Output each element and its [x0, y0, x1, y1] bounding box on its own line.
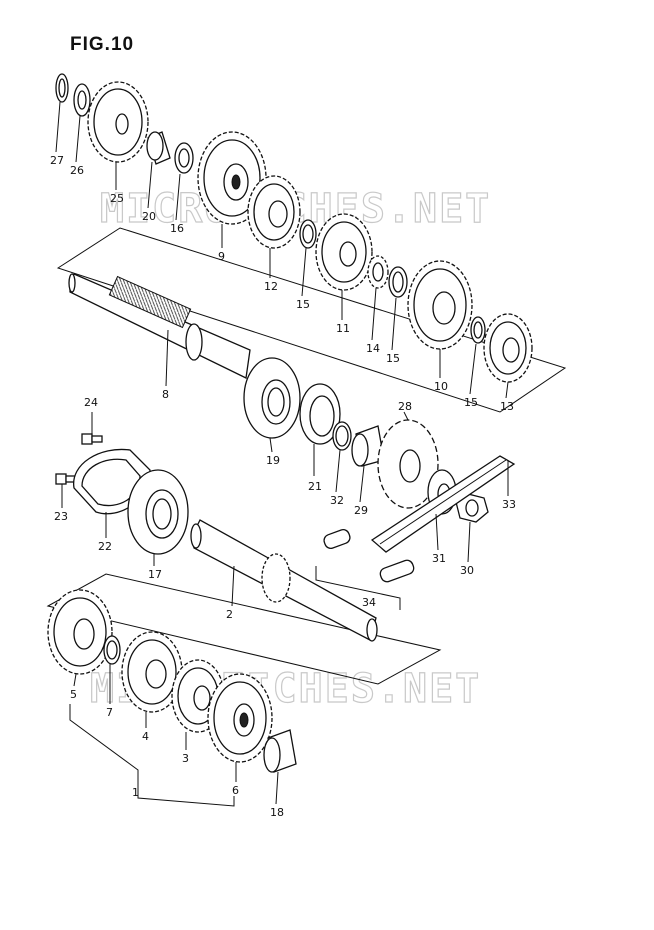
label-33: 33 — [502, 498, 516, 511]
bolt-24 — [81, 433, 103, 445]
oil-seal-21 — [299, 383, 341, 445]
leader-lines — [55, 101, 509, 807]
label-15-c: 15 — [464, 396, 478, 409]
label-18: 18 — [270, 806, 284, 819]
circlip-7 — [103, 635, 121, 665]
label-28: 28 — [398, 400, 412, 413]
label-15-b: 15 — [386, 352, 400, 365]
label-29: 29 — [354, 504, 368, 517]
drive-chain-33 — [370, 455, 516, 553]
label-19: 19 — [266, 454, 280, 467]
label-15-a: 15 — [296, 298, 310, 311]
circlip-15-a — [299, 219, 317, 249]
label-8: 8 — [162, 388, 169, 401]
gear-25 — [87, 81, 149, 163]
driveshaft-2 — [190, 519, 378, 642]
label-16: 16 — [170, 222, 184, 235]
bearing-17 — [127, 469, 189, 555]
countershaft-assembly-box — [56, 227, 567, 413]
chain-joint-34 — [323, 529, 415, 583]
gear-6 — [207, 673, 273, 763]
label-23: 23 — [54, 510, 68, 523]
label-27: 27 — [50, 154, 64, 167]
gear-4 — [121, 631, 183, 713]
label-22: 22 — [98, 540, 112, 553]
label-26: 26 — [70, 164, 84, 177]
label-6: 6 — [232, 784, 239, 797]
driveshaft-assembly-box — [46, 573, 442, 685]
gear-13 — [483, 313, 533, 383]
label-34: 34 — [362, 596, 376, 609]
label-4: 4 — [142, 730, 149, 743]
label-31: 31 — [432, 552, 446, 565]
bushing-18 — [263, 729, 297, 773]
gear-5 — [47, 589, 113, 675]
figure-title: FIG.10 — [70, 34, 135, 55]
label-32: 32 — [330, 494, 344, 507]
washer-14 — [367, 255, 389, 289]
circlip-15-b — [388, 266, 408, 298]
circlip-27 — [55, 73, 69, 103]
chain-group-bracket — [315, 566, 401, 610]
label-30: 30 — [460, 564, 474, 577]
label-13: 13 — [500, 400, 514, 413]
label-1: 1 — [132, 786, 139, 799]
label-17: 17 — [148, 568, 162, 581]
label-20: 20 — [142, 210, 156, 223]
label-7: 7 — [106, 706, 113, 719]
circlip-15-c — [470, 316, 486, 344]
label-2: 2 — [226, 608, 233, 621]
screw-23 — [55, 473, 77, 485]
gear-12 — [247, 175, 301, 249]
label-12: 12 — [264, 280, 278, 293]
label-3: 3 — [182, 752, 189, 765]
spacer-29 — [351, 425, 385, 467]
washer-26 — [73, 83, 91, 117]
bushing-20 — [146, 131, 171, 165]
gear-10 — [407, 260, 473, 350]
countershaft-8 — [68, 273, 251, 379]
label-14: 14 — [366, 342, 380, 355]
label-11: 11 — [336, 322, 350, 335]
label-5: 5 — [70, 688, 77, 701]
bearing-19 — [243, 357, 301, 439]
label-21: 21 — [308, 480, 322, 493]
washer-16 — [174, 142, 194, 174]
label-10: 10 — [434, 380, 448, 393]
label-9: 9 — [218, 250, 225, 263]
gear-11 — [315, 213, 373, 291]
label-25: 25 — [110, 192, 124, 205]
o-ring-32 — [332, 421, 352, 451]
label-24: 24 — [84, 396, 98, 409]
